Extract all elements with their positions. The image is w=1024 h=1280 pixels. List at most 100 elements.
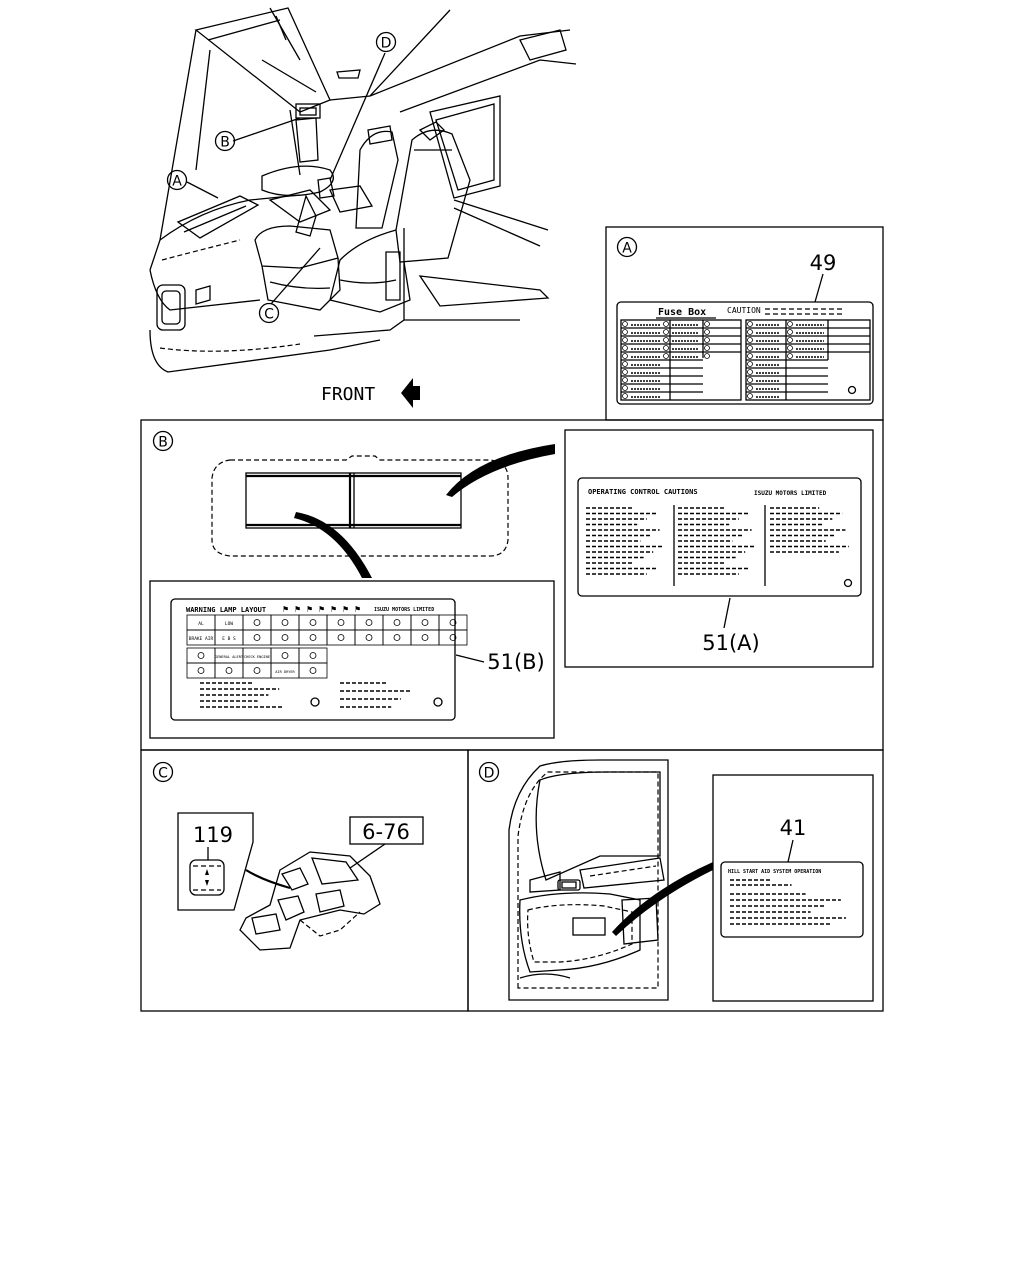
panel-d-letter: D	[484, 766, 495, 782]
lamp-cell	[242, 614, 272, 631]
fuse-slot-icon	[747, 361, 753, 367]
lamp-icon	[365, 634, 373, 641]
part-number-51a: 51(A)	[702, 631, 759, 655]
front-label: FRONT	[321, 384, 375, 405]
lamp-icon	[449, 619, 457, 626]
fuse-slot-icon	[622, 329, 628, 335]
fuse-grid-right	[745, 319, 871, 401]
lamp-cell	[186, 647, 216, 664]
fuse-slot-icon	[663, 321, 669, 327]
hill-start-title: HILL START AID SYSTEM OPERATION	[728, 869, 821, 875]
fuse-slot-icon	[704, 353, 710, 359]
front-arrow-icon	[401, 378, 420, 408]
lamp-icon	[225, 667, 233, 674]
lamp-cell	[382, 614, 412, 631]
fuse-slot-icon	[663, 337, 669, 343]
fuse-slot-icon	[747, 345, 753, 351]
panel-b: B OPERATING CONTROL CAUTIONS ISUZU MOTOR…	[140, 419, 884, 751]
lamp-icon	[393, 634, 401, 641]
lamp-icon	[253, 634, 261, 641]
lamp-icon	[309, 667, 317, 674]
lamp-label: E B S	[222, 636, 236, 642]
lamp-cell	[354, 629, 384, 646]
svg-text:D: D	[381, 36, 392, 52]
fuse-slot-icon	[622, 321, 628, 327]
lamp-symbol-icon: ⚑	[282, 605, 289, 614]
part-number-119: 119	[193, 823, 233, 847]
lamp-icon	[365, 619, 373, 626]
callout-a: A	[166, 169, 188, 191]
lamp-symbol-icon: ⚑	[306, 605, 313, 614]
svg-text:A: A	[172, 174, 182, 190]
lamp-cell	[326, 629, 356, 646]
wll-maker: ISUZU MOTORS LIMITED	[374, 607, 434, 613]
lamp-cell	[242, 662, 272, 679]
fuse-slot-icon	[704, 329, 710, 335]
lamp-icon	[281, 619, 289, 626]
panel-a: A 49 Fuse Box CAUTION	[605, 226, 884, 421]
overhead-console	[211, 455, 509, 557]
lamp-cell	[354, 614, 384, 631]
lamp-icon	[309, 619, 317, 626]
part-number-49: 49	[810, 251, 837, 275]
lamp-label: BRAKE AIR	[189, 636, 214, 642]
lamp-icon	[253, 667, 261, 674]
lamp-icon	[281, 634, 289, 641]
fuse-slot-icon	[747, 337, 753, 343]
panel-a-letter: A	[622, 241, 632, 257]
part-number-41: 41	[780, 816, 807, 840]
lamp-icon	[337, 634, 345, 641]
fuse-slot-icon	[787, 337, 793, 343]
lamp-icon	[337, 619, 345, 626]
wll-title: WARNING LAMP LAYOUT	[186, 606, 266, 614]
fuse-slot-icon	[787, 321, 793, 327]
hill-start-aid-label: HILL START AID SYSTEM OPERATION	[720, 861, 864, 938]
lamp-cell	[186, 662, 216, 679]
fuse-slot-icon	[787, 345, 793, 351]
lamp-cell	[270, 629, 300, 646]
lamp-label: AIR DRYER	[275, 670, 295, 674]
fuse-box-title: Fuse Box	[658, 307, 706, 318]
lamp-icon	[197, 652, 205, 659]
lamp-cell	[214, 662, 244, 679]
part-number-51b: 51(B)	[487, 650, 545, 674]
fuse-slot-icon	[622, 345, 628, 351]
lamp-icon	[281, 652, 289, 659]
fuse-slot-icon	[704, 321, 710, 327]
lamp-cell	[326, 614, 356, 631]
cab-interior-illustration: B A C D FRONT	[149, 7, 577, 408]
fuse-slot-icon	[747, 369, 753, 375]
fuse-slot-icon	[622, 369, 628, 375]
lamp-label: LOW	[225, 621, 233, 627]
lamp-cell	[298, 662, 328, 679]
lamp-symbol-icon: ⚑	[342, 605, 349, 614]
svg-text:B: B	[220, 135, 230, 151]
lamp-cell	[242, 629, 272, 646]
lamp-icon	[309, 652, 317, 659]
lamp-symbol-icon: ⚑	[318, 605, 325, 614]
lamp-cell	[270, 614, 300, 631]
panel-c-letter: C	[158, 766, 168, 782]
fuse-slot-icon	[622, 377, 628, 383]
fuse-slot-icon	[787, 329, 793, 335]
lamp-cell	[438, 614, 468, 631]
fuse-slot-icon	[747, 353, 753, 359]
lamp-icon	[309, 634, 317, 641]
door-illustration	[508, 759, 669, 1001]
fuse-slot-icon	[663, 329, 669, 335]
lamp-symbol-icon: ⚑	[330, 605, 337, 614]
center-console-illustration	[239, 851, 381, 951]
fuse-slot-icon	[622, 337, 628, 343]
lamp-cell	[270, 647, 300, 664]
panel-d: D 41 HILL START AID SYSTEM OPERATION	[467, 749, 884, 1012]
lamp-icon	[421, 619, 429, 626]
lamp-icon	[421, 634, 429, 641]
panel-b-letter: B	[158, 435, 168, 451]
fuse-slot-icon	[747, 321, 753, 327]
fuse-slot-icon	[704, 337, 710, 343]
lamp-label: GENERAL ALERT	[215, 655, 244, 659]
lamp-icon	[197, 667, 205, 674]
lamp-cell	[410, 614, 440, 631]
lamp-cell	[410, 629, 440, 646]
fuse-box-caution: CAUTION	[727, 306, 761, 315]
